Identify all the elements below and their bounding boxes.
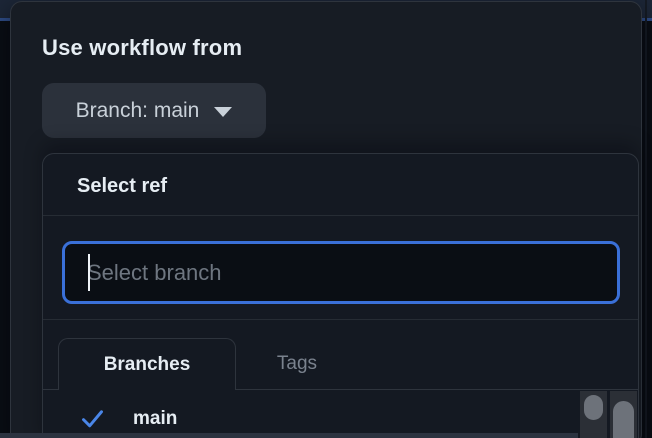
select-ref-header: Select ref	[43, 154, 638, 216]
select-ref-panel: Select ref Branches Tags	[42, 153, 639, 438]
scrollbar-inner[interactable]	[580, 391, 607, 438]
tab-branches-label: Branches	[103, 353, 191, 375]
ref-type-tabs: Branches Tags	[43, 320, 638, 390]
ref-list: main	[43, 390, 638, 438]
text-cursor	[88, 254, 90, 291]
tab-tags-label: Tags	[276, 353, 318, 374]
ref-name: main	[133, 407, 178, 429]
scrollbar-thumb[interactable]	[584, 395, 603, 420]
branch-selector-button[interactable]: Branch: main	[42, 83, 266, 138]
scrollbar-thumb[interactable]	[613, 401, 634, 438]
branch-button-label: Branch: main	[75, 98, 200, 122]
select-ref-title: Select ref	[77, 175, 168, 197]
tab-tags[interactable]: Tags	[236, 338, 358, 390]
check-icon	[82, 410, 103, 428]
caret-down-icon	[214, 107, 233, 117]
use-workflow-popover: Use workflow from Branch: main Select re…	[10, 1, 642, 438]
popover-title: Use workflow from	[42, 35, 243, 60]
scrollbar-outer[interactable]	[610, 391, 637, 438]
list-item-main[interactable]: main	[43, 399, 638, 438]
tab-branches[interactable]: Branches	[58, 338, 236, 390]
ref-search-section	[43, 216, 638, 320]
partially-visible-list-item	[0, 433, 578, 438]
tabbar-divider	[43, 389, 638, 390]
background-edge-line	[645, 0, 647, 438]
ref-search-input[interactable]	[62, 241, 620, 304]
